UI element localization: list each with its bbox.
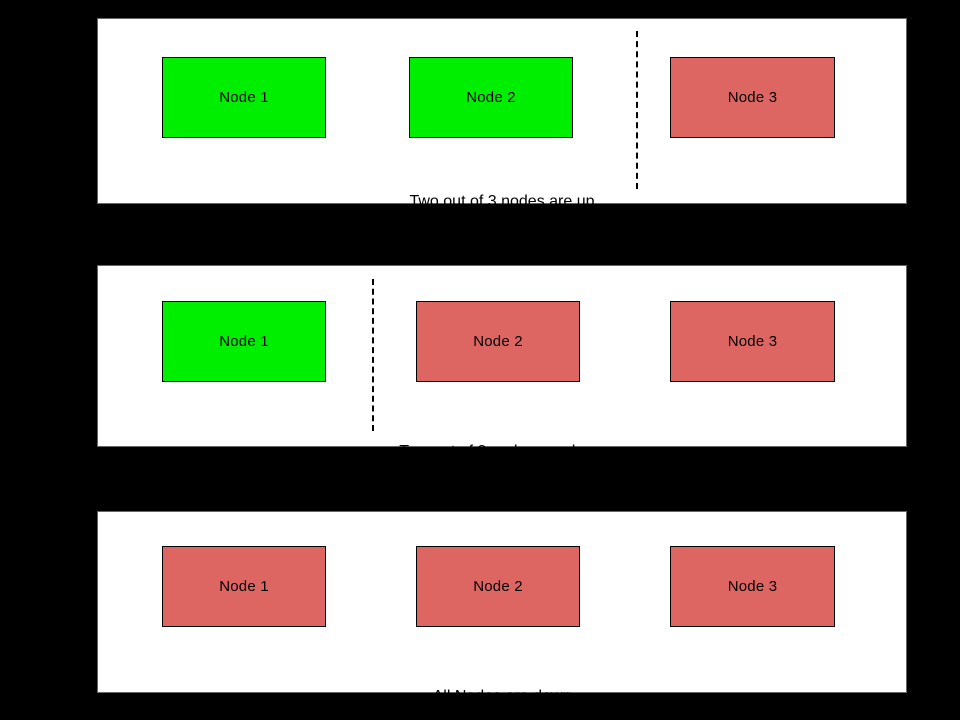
- caption-line-1: All Nodes are down: [432, 688, 572, 705]
- node-box-3: Node 3: [670, 57, 835, 138]
- node-box-1: Node 1: [162, 57, 326, 138]
- node-label: Node 3: [727, 333, 778, 350]
- partition-divider-line: [636, 31, 638, 189]
- node-box-2: Node 2: [409, 57, 573, 138]
- node-box-1: Node 1: [162, 546, 326, 627]
- node-label: Node 2: [466, 89, 516, 106]
- node-box-3: Node 3: [670, 546, 835, 627]
- scenario-caption: All Nodes are down Majority Fails & Clus…: [98, 642, 906, 720]
- caption-line-1: Two out of 3 nodes are down: [399, 443, 605, 460]
- node-label: Node 2: [473, 578, 523, 595]
- node-box-2: Node 2: [416, 301, 580, 382]
- scenario-panel-two-down: Node 1 Node 2 Node 3 Two out of 3 nodes …: [97, 265, 907, 526]
- scenario-panel-all-down: Node 1 Node 2 Node 3 All Nodes are down …: [97, 511, 907, 705]
- partition-divider-line: [372, 279, 374, 431]
- caption-line-1: Two out of 3 nodes are up: [409, 193, 595, 210]
- node-label: Node 2: [473, 333, 523, 350]
- node-label: Node 1: [219, 578, 269, 595]
- node-label: Node 1: [219, 89, 269, 106]
- node-label: Node 3: [727, 578, 778, 595]
- node-label: Node 1: [219, 333, 269, 350]
- node-box-2: Node 2: [416, 546, 580, 627]
- node-box-3: Node 3: [670, 301, 835, 382]
- scenario-panel-two-up: Node 1 Node 2 Node 3 Two out of 3 nodes …: [97, 18, 907, 276]
- node-box-1: Node 1: [162, 301, 326, 382]
- node-label: Node 3: [727, 89, 778, 106]
